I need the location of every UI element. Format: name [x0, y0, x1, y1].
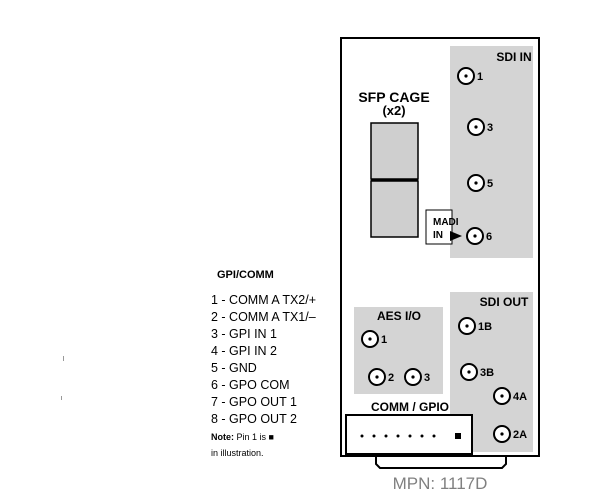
madi-arrow-icon: [450, 231, 462, 241]
sdi-out-connector-3b: 3B: [460, 363, 494, 381]
pinout-item: 8 - GPO OUT 2: [211, 412, 297, 426]
aes-connector-2: 2: [368, 368, 394, 386]
pinout-item: 6 - GPO COM: [211, 378, 289, 392]
sfp-cage-count: (x2): [382, 103, 405, 118]
comm-gpio-connector: [345, 414, 473, 455]
sfp-cage: [370, 122, 419, 238]
sdi-out-connector-label: 3B: [480, 367, 494, 379]
pinout-item: 5 - GND: [211, 361, 257, 375]
sfp-cage-title: SFP CAGE: [358, 89, 429, 105]
sdi-in-connector-6: 6: [466, 227, 492, 245]
sdi-out-connector-label: 2A: [513, 429, 527, 441]
pinout-item: 4 - GPI IN 2: [211, 344, 277, 358]
aes-connector-label: 1: [381, 334, 387, 346]
pinout-item: 7 - GPO OUT 1: [211, 395, 297, 409]
comm-gpio-title: COMM / GPIO: [371, 400, 449, 414]
aes-io-title: AES I/O: [377, 309, 421, 323]
pinout-item: 2 - COMM A TX1/–: [211, 310, 316, 324]
aes-connector-label: 2: [388, 372, 394, 384]
aes-connector-label: 3: [424, 372, 430, 384]
stray-mark: [61, 396, 62, 400]
sdi-in-connector-label: 5: [487, 178, 493, 190]
panel-bottom-tab: [375, 456, 507, 469]
sdi-in-title: SDI IN: [496, 50, 531, 64]
aes-connector-3: 3: [404, 368, 430, 386]
pinout-legend: GPI/COMM 1 - COMM A TX2/+ 2 - COMM A TX1…: [211, 269, 316, 458]
sdi-out-connector-label: 4A: [513, 391, 527, 403]
aes-connector-1: 1: [361, 330, 387, 348]
pinout-note: Note: Pin 1 is ■: [211, 432, 274, 442]
madi-in-label: MADI IN: [425, 209, 462, 245]
sdi-in-connector-3: 3: [467, 118, 493, 136]
pin-1-square-icon: [455, 433, 461, 439]
pinout-title: GPI/COMM: [217, 269, 274, 281]
sdi-in-connector-5: 5: [467, 174, 493, 192]
pinout-note-label: Note:: [211, 432, 234, 442]
sdi-out-connector-label: 1B: [478, 321, 492, 333]
pinout-note-text: Pin 1 is ■: [234, 432, 274, 442]
sdi-out-title: SDI OUT: [480, 295, 529, 309]
pinout-item: 3 - GPI IN 1: [211, 327, 277, 341]
sdi-out-connector-4a: 4A: [493, 387, 527, 405]
sdi-out-connector-2a: 2A: [493, 425, 527, 443]
sdi-in-connector-label: 1: [477, 71, 483, 83]
madi-label-line2: IN: [433, 230, 443, 241]
comm-gpio-pins: [360, 433, 461, 439]
stray-mark: [63, 356, 64, 361]
pinout-note-cont: in illustration.: [211, 448, 264, 458]
sdi-out-connector-1b: 1B: [458, 317, 492, 335]
mpn-label: MPN: 1117D: [393, 474, 488, 493]
sdi-in-connector-label: 3: [487, 122, 493, 134]
sdi-in-connector-1: 1: [457, 67, 483, 85]
madi-label-line1: MADI: [433, 217, 459, 228]
sdi-in-connector-label: 6: [486, 231, 492, 243]
pinout-item: 1 - COMM A TX2/+: [211, 293, 316, 307]
